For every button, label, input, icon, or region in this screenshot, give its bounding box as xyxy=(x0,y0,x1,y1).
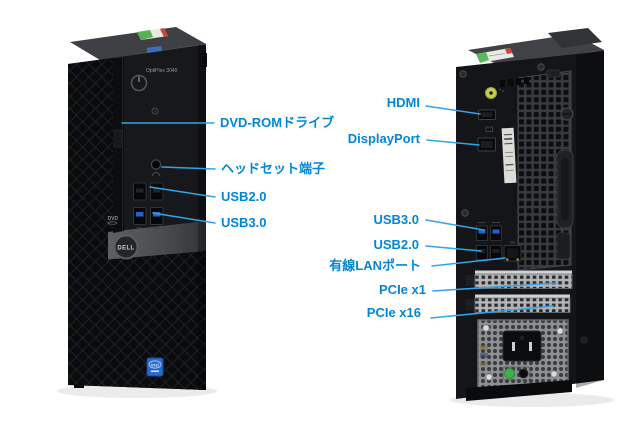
thumbscrew xyxy=(560,107,574,121)
rear-usb2-port-2 xyxy=(490,245,502,260)
label-hdmi: HDMI xyxy=(386,95,420,110)
power-inlet xyxy=(502,330,542,362)
headset-jack xyxy=(150,159,162,177)
rear-service-sticker xyxy=(476,48,514,63)
callout-lines xyxy=(121,105,557,319)
label-rear-usb3: USB3.0 xyxy=(373,212,419,227)
callout-line-pcie-x1 xyxy=(432,282,557,292)
label-front-usb3: USB3.0 xyxy=(221,215,267,230)
front-usb3-port-1 xyxy=(133,207,147,225)
display-icon xyxy=(485,126,493,132)
callout-line-rear-usb2 xyxy=(425,245,482,252)
psu-screws xyxy=(482,324,564,381)
svg-text:intel: intel xyxy=(151,363,159,368)
label-rear-usb2: USB2.0 xyxy=(373,237,419,252)
label-pcie-x1: PCIe x1 xyxy=(379,282,426,297)
displayport-port xyxy=(477,137,496,152)
power-button xyxy=(130,74,148,92)
callout-line-hdmi xyxy=(425,105,481,115)
label-dvd-drive: DVD-ROMドライブ xyxy=(220,115,335,130)
callout-line-front-usb2 xyxy=(149,186,216,198)
intel-core-badge: intel xyxy=(146,357,164,377)
drive-dvd-logo: DVD xyxy=(108,216,119,225)
pcie-x16-slot-cover xyxy=(474,294,571,313)
audio-line-out-jack xyxy=(485,87,504,99)
rear-view-photo xyxy=(450,28,614,407)
rear-screw-top-left xyxy=(459,70,467,78)
callout-line-pcie-x16 xyxy=(430,305,554,319)
callout-line-rear-usb3 xyxy=(425,219,485,231)
service-tag-label xyxy=(501,127,517,184)
rear-screw-top-right xyxy=(537,63,545,71)
dvd-drive-door xyxy=(113,57,124,233)
front-view-photo: OptiPlex 3040 DVD xyxy=(57,27,217,398)
rear-usb3-port-1 xyxy=(476,225,488,241)
front-top-lid xyxy=(70,27,206,60)
rear-top-vents xyxy=(500,77,529,87)
rear-usb2-port-1 xyxy=(476,245,488,260)
lock-slot xyxy=(546,69,561,78)
dell-logo: DELL xyxy=(113,234,139,260)
front-mesh-lower xyxy=(68,251,206,390)
label-pcie-x16: PCIe x16 xyxy=(366,305,421,320)
hdmi-port xyxy=(478,109,496,120)
rear-usb3-port-2 xyxy=(490,225,502,241)
callout-line-front-usb3 xyxy=(152,212,216,224)
callout-line-lan xyxy=(431,257,506,267)
disc-icon xyxy=(151,107,159,115)
lan-port xyxy=(503,241,522,262)
front-mesh-left xyxy=(68,58,113,269)
rear-screw-mid xyxy=(461,209,469,217)
label-front-usb2: USB2.0 xyxy=(221,189,267,204)
svg-text:DELL: DELL xyxy=(117,246,134,252)
label-headset-jack: ヘッドセット端子 xyxy=(221,161,326,176)
dvd-eject-button xyxy=(113,129,123,148)
front-usb2-port-1 xyxy=(133,182,147,201)
front-service-sticker xyxy=(137,28,168,40)
psu-test-button xyxy=(518,368,529,379)
callout-line-headset xyxy=(161,166,216,170)
callout-line-displayport xyxy=(426,139,480,146)
front-usb2-port-2 xyxy=(150,182,164,201)
model-text: OptiPlex 3040 xyxy=(146,68,178,74)
pcie-x1-slot-cover xyxy=(474,270,573,289)
psu-test-led xyxy=(504,368,515,379)
label-lan-port: 有線LANポート xyxy=(329,258,421,273)
front-foot xyxy=(74,384,84,388)
svg-text:DVD: DVD xyxy=(108,216,119,222)
label-displayport: DisplayPort xyxy=(347,131,420,146)
front-usb3-port-2 xyxy=(150,207,164,225)
